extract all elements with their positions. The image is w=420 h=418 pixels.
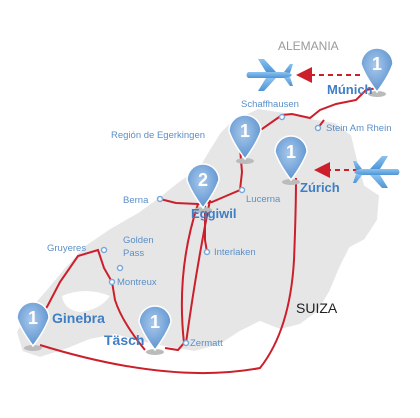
svg-text:1: 1 bbox=[150, 312, 160, 332]
city-label-montreux: Montreux bbox=[117, 277, 157, 288]
stop-label-ginebra: Ginebra bbox=[52, 310, 105, 326]
city-label-pass: Pass bbox=[123, 248, 144, 259]
stop-label-zurich: Zúrich bbox=[300, 180, 340, 195]
city-label-egerkingen: Región de Egerkingen bbox=[111, 130, 205, 141]
map-pin-icon: 1 bbox=[228, 114, 262, 164]
stop-label-tasch: Täsch bbox=[104, 332, 144, 348]
map-pin-icon: 1 bbox=[138, 305, 172, 355]
stop-label-eggiwil: Eggiwil bbox=[191, 206, 237, 221]
svg-text:1: 1 bbox=[28, 308, 38, 328]
country-label-germany: ALEMANIA bbox=[278, 39, 339, 53]
map-pin-icon: 1 bbox=[360, 47, 394, 97]
country-label-switzerland: SUIZA bbox=[296, 300, 338, 316]
flight-arrows bbox=[296, 67, 360, 178]
airplane-icon bbox=[246, 59, 293, 91]
map-pin-icon: 2 bbox=[186, 163, 220, 213]
city-label-gruyeres: Gruyeres bbox=[47, 243, 86, 254]
svg-text:1: 1 bbox=[372, 54, 382, 74]
city-label-interlaken: Interlaken bbox=[214, 247, 256, 258]
lake-geneva bbox=[62, 291, 110, 312]
svg-text:2: 2 bbox=[198, 170, 208, 190]
city-label-zermatt: Zermatt bbox=[190, 338, 223, 349]
svg-text:1: 1 bbox=[286, 142, 296, 162]
stop-label-munich: Múnich bbox=[327, 82, 373, 97]
city-dots bbox=[100, 113, 322, 347]
city-label-berna: Berna bbox=[123, 195, 149, 206]
city-label-golden: Golden bbox=[123, 235, 154, 246]
map-pin-icon: 1 bbox=[274, 135, 308, 185]
city-label-lucerna: Lucerna bbox=[246, 194, 281, 205]
city-label-stein-am-rhein: Stein Am Rhein bbox=[326, 123, 391, 134]
svg-text:1: 1 bbox=[240, 121, 250, 141]
map-pin-icon: 1 bbox=[16, 301, 50, 351]
city-label-schaffhausen: Schaffhausen bbox=[241, 99, 299, 110]
airplane-icon bbox=[353, 156, 400, 188]
